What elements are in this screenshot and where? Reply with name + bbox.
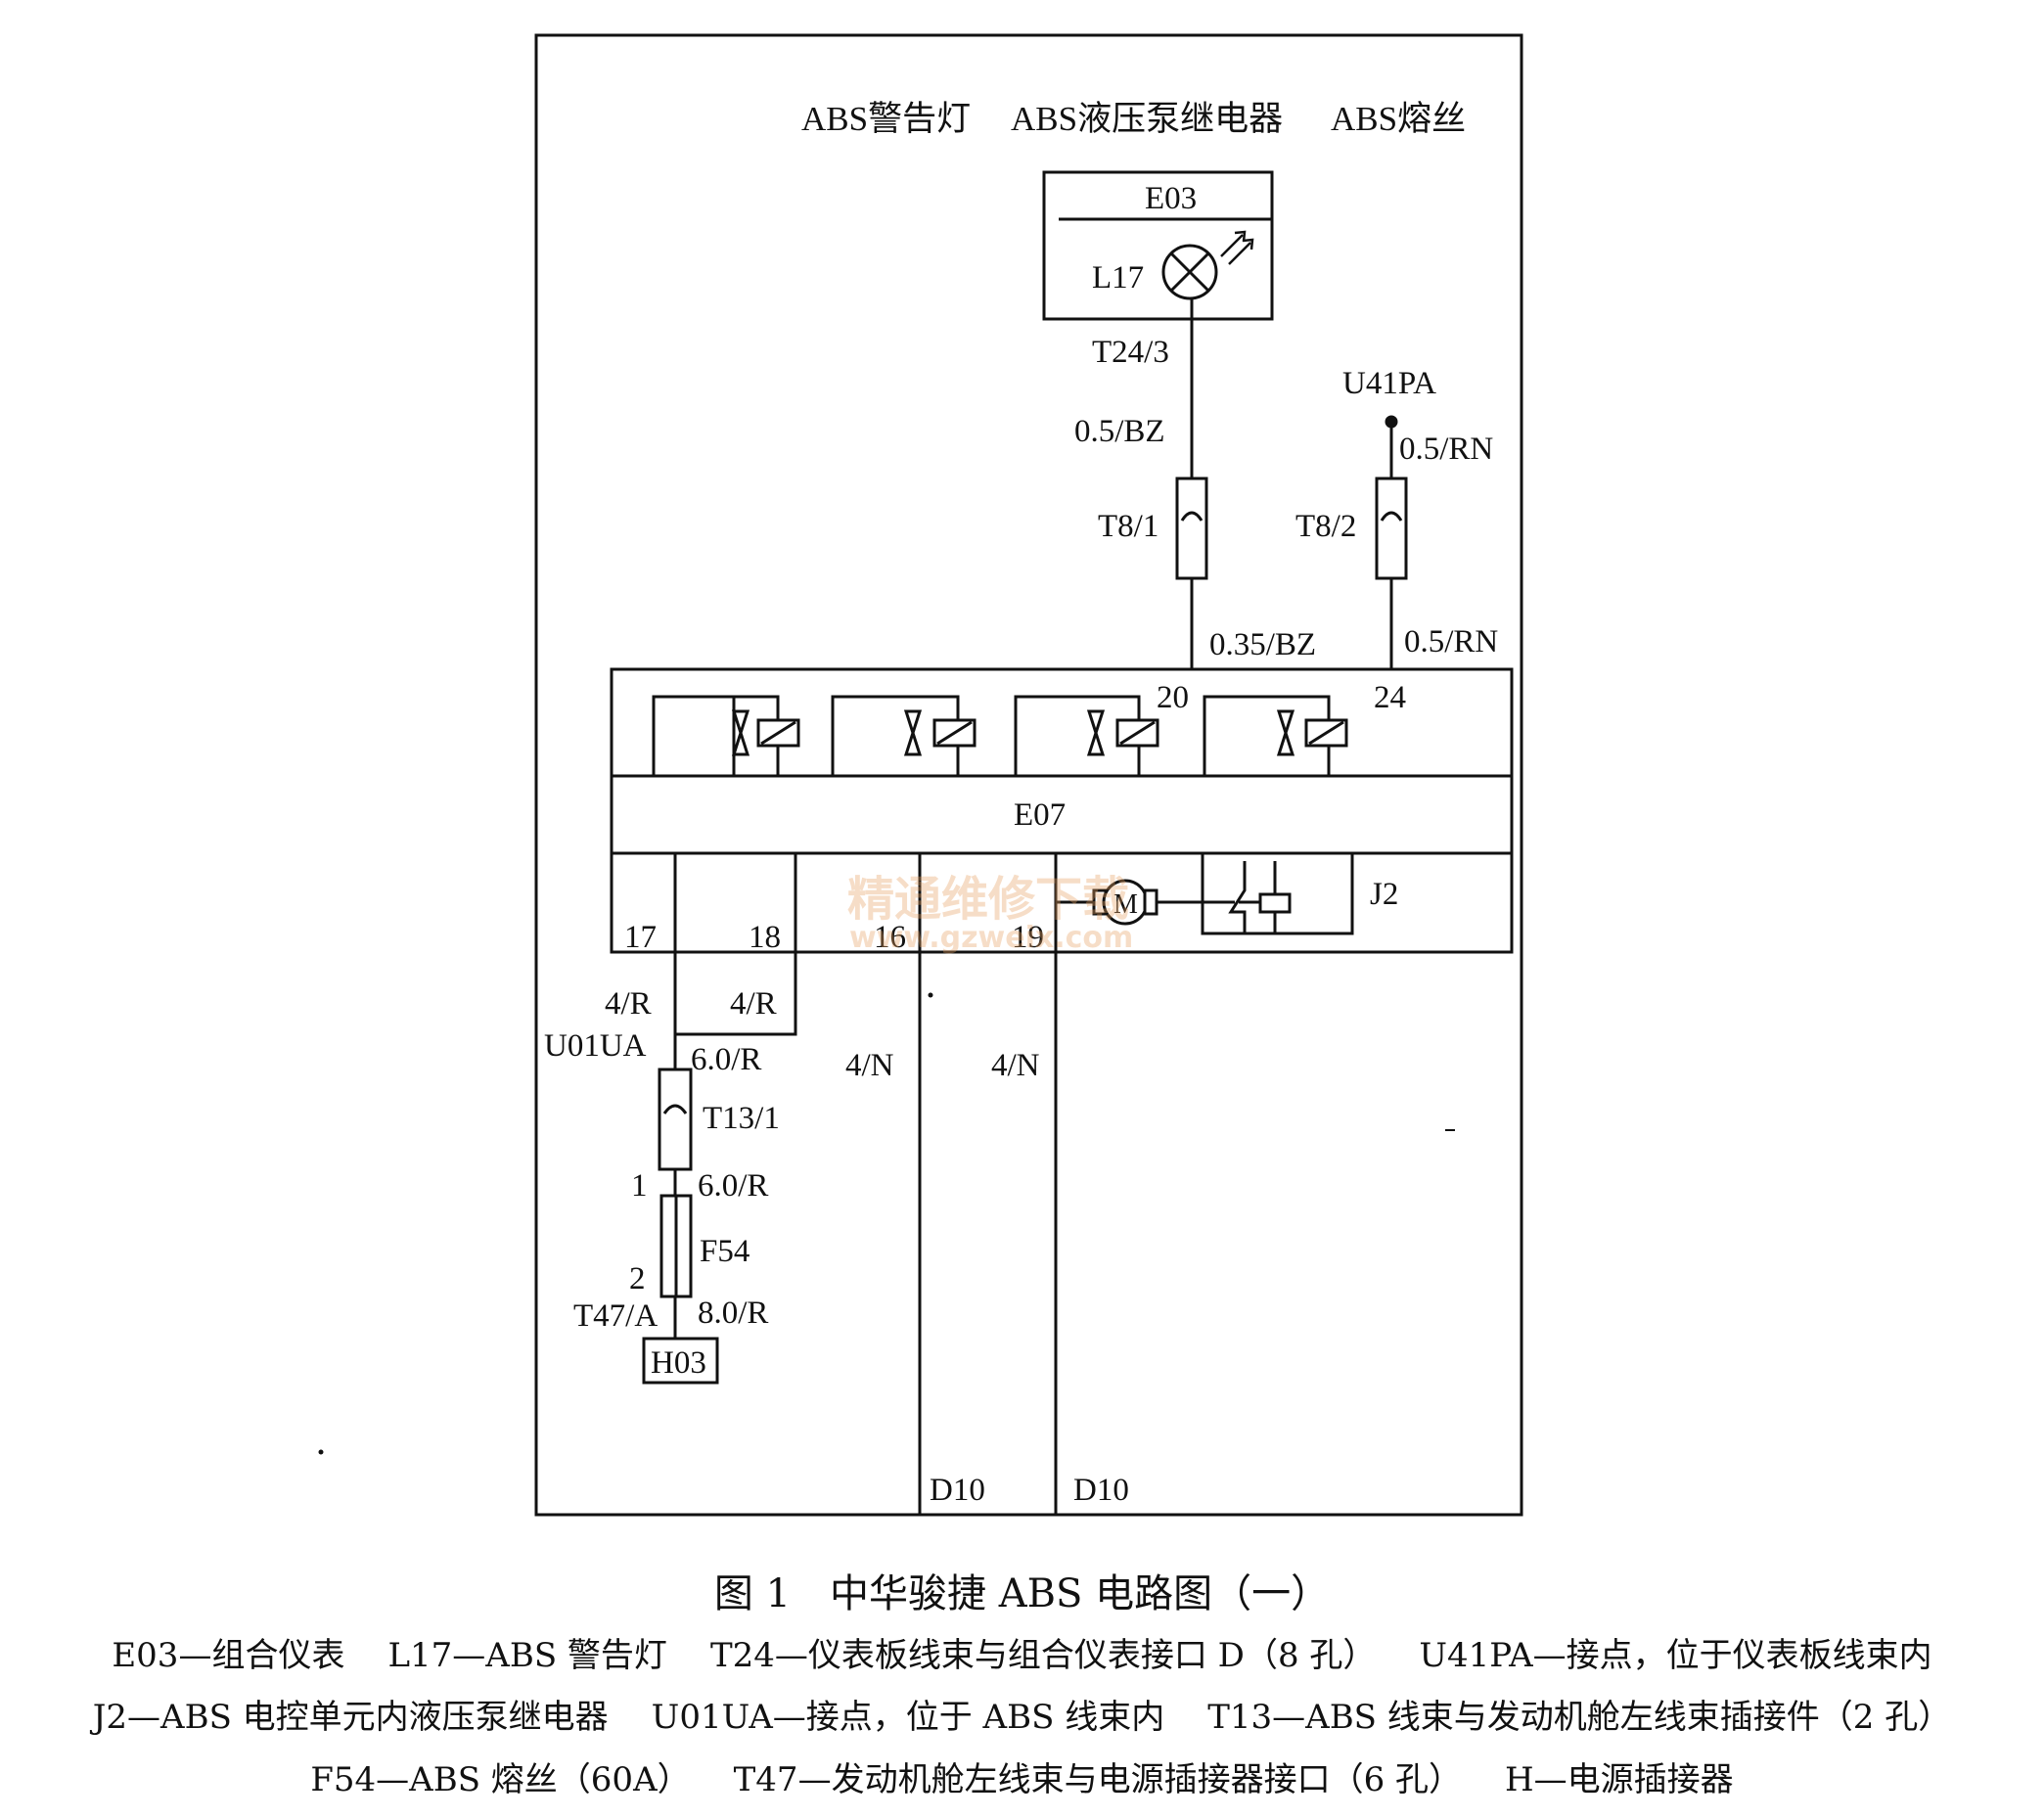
t24-3-label: T24/3 (1092, 335, 1169, 370)
wire-label-rn-top: 0.5/RN (1399, 432, 1493, 467)
h03-label: H03 (651, 1345, 706, 1381)
t8-2-label: T8/2 (1295, 509, 1356, 544)
relay-contact-icon (1228, 861, 1292, 933)
figure-caption: 图 1 中华骏捷 ABS 电路图（一） (713, 1571, 1331, 1616)
wire-label-r-17: 4/R (605, 986, 652, 1022)
e07-unit (610, 667, 1514, 954)
wire-label-n-16: 4/N (845, 1048, 894, 1083)
f54-label: F54 (700, 1234, 749, 1269)
pin-24-label: 24 (1374, 680, 1406, 715)
legend-f54: F54—ABS 熔丝（60A） (310, 1760, 691, 1799)
legend-e03: E03—组合仪表 (112, 1636, 345, 1675)
pin-17-label: 17 (624, 920, 657, 955)
pin-18-label: 18 (749, 920, 781, 955)
wire-label-rn-bottom: 0.5/RN (1404, 624, 1498, 659)
warning-lamp-icon (1161, 230, 1254, 300)
wire-label-r-bottom: 8.0/R (698, 1296, 768, 1331)
pin-20-label: 20 (1157, 680, 1189, 715)
valve-3-icon (1014, 695, 1159, 776)
ground-label-2: D10 (1073, 1473, 1129, 1508)
h03-box (642, 1337, 719, 1385)
watermark-line-2: www.gzweix.com (849, 921, 1133, 955)
legend-j2: J2—ABS 电控单元内液压泵继电器 (92, 1698, 609, 1737)
u01ua-label: U01UA (544, 1028, 647, 1064)
t8-1-label: T8/1 (1098, 509, 1158, 544)
watermark-line-1: 精通维修下载 (847, 872, 1129, 927)
e07-label: E07 (1014, 797, 1066, 833)
legend-t24: T24—仪表板线束与组合仪表接口 D（8 孔） (709, 1636, 1377, 1675)
e03-label: E03 (1145, 181, 1197, 216)
t47-a-label: T47/A (573, 1298, 658, 1334)
valve-2-icon (831, 695, 977, 776)
legend-line-1: E03—组合仪表 L17—ABS 警告灯 T24—仪表板线束与组合仪表接口 D（8 … (0, 1628, 2044, 1676)
f54-pin-2-label: 2 (629, 1261, 646, 1296)
wire-label-r-mid: 6.0/R (698, 1168, 768, 1204)
legend-l17: L17—ABS 警告灯 (387, 1636, 667, 1675)
header-label-warning-lamp: ABS警告灯 (801, 100, 971, 138)
wire-label-n-19: 4/N (991, 1048, 1040, 1083)
t13-1-label: T13/1 (703, 1101, 780, 1136)
legend-t13: T13—ABS 线束与发动机舱左线束插接件（2 孔） (1207, 1698, 1952, 1737)
legend-line-2: J2—ABS 电控单元内液压泵继电器 U01UA—接点，位于 ABS 线束内 T13… (0, 1690, 2044, 1738)
t8-1-connector (1175, 477, 1208, 580)
wire-label-r-splice: 6.0/R (691, 1042, 761, 1077)
legend-h: H—电源插接器 (1505, 1760, 1734, 1799)
pump-motor-icon (1056, 879, 1235, 926)
diagram-frame (534, 33, 1523, 1517)
ground-label-1: D10 (930, 1473, 985, 1508)
pin-16-label: 16 (874, 920, 906, 955)
header-label-pump-relay: ABS液压泵继电器 (1011, 100, 1283, 138)
legend-u01ua: U01UA—接点，位于 ABS 线束内 (651, 1698, 1165, 1737)
wire-label-bz-top: 0.5/BZ (1074, 414, 1165, 449)
wire-label-bz-bottom: 0.35/BZ (1209, 627, 1316, 662)
j2-relay-box (1201, 851, 1354, 935)
f54-pin-1-label: 1 (631, 1168, 648, 1204)
l17-label: L17 (1092, 260, 1144, 296)
legend-line-3: F54—ABS 熔丝（60A） T47—发动机舱左线束与电源插接器接口（6 孔） H… (0, 1752, 2044, 1800)
watermark: 精通维修下载 www.gzweix.com (847, 872, 1133, 955)
pin-19-label: 19 (1012, 920, 1044, 955)
u41pa-label: U41PA (1342, 366, 1436, 401)
wire-label-r-18: 4/R (730, 986, 777, 1022)
j2-label: J2 (1370, 877, 1398, 912)
e03-box (1042, 170, 1274, 321)
t13-1-connector (658, 1068, 693, 1171)
valve-4-icon (1203, 695, 1348, 776)
t8-2-connector (1375, 477, 1408, 580)
legend-t47: T47—发动机舱左线束与电源插接器接口（6 孔） (733, 1760, 1463, 1799)
motor-label: M (1113, 889, 1138, 920)
header-label-fuse: ABS熔丝 (1331, 100, 1466, 138)
valve-1-icon (652, 695, 800, 776)
legend-u41pa: U41PA—接点，位于仪表板线束内 (1419, 1636, 1932, 1675)
